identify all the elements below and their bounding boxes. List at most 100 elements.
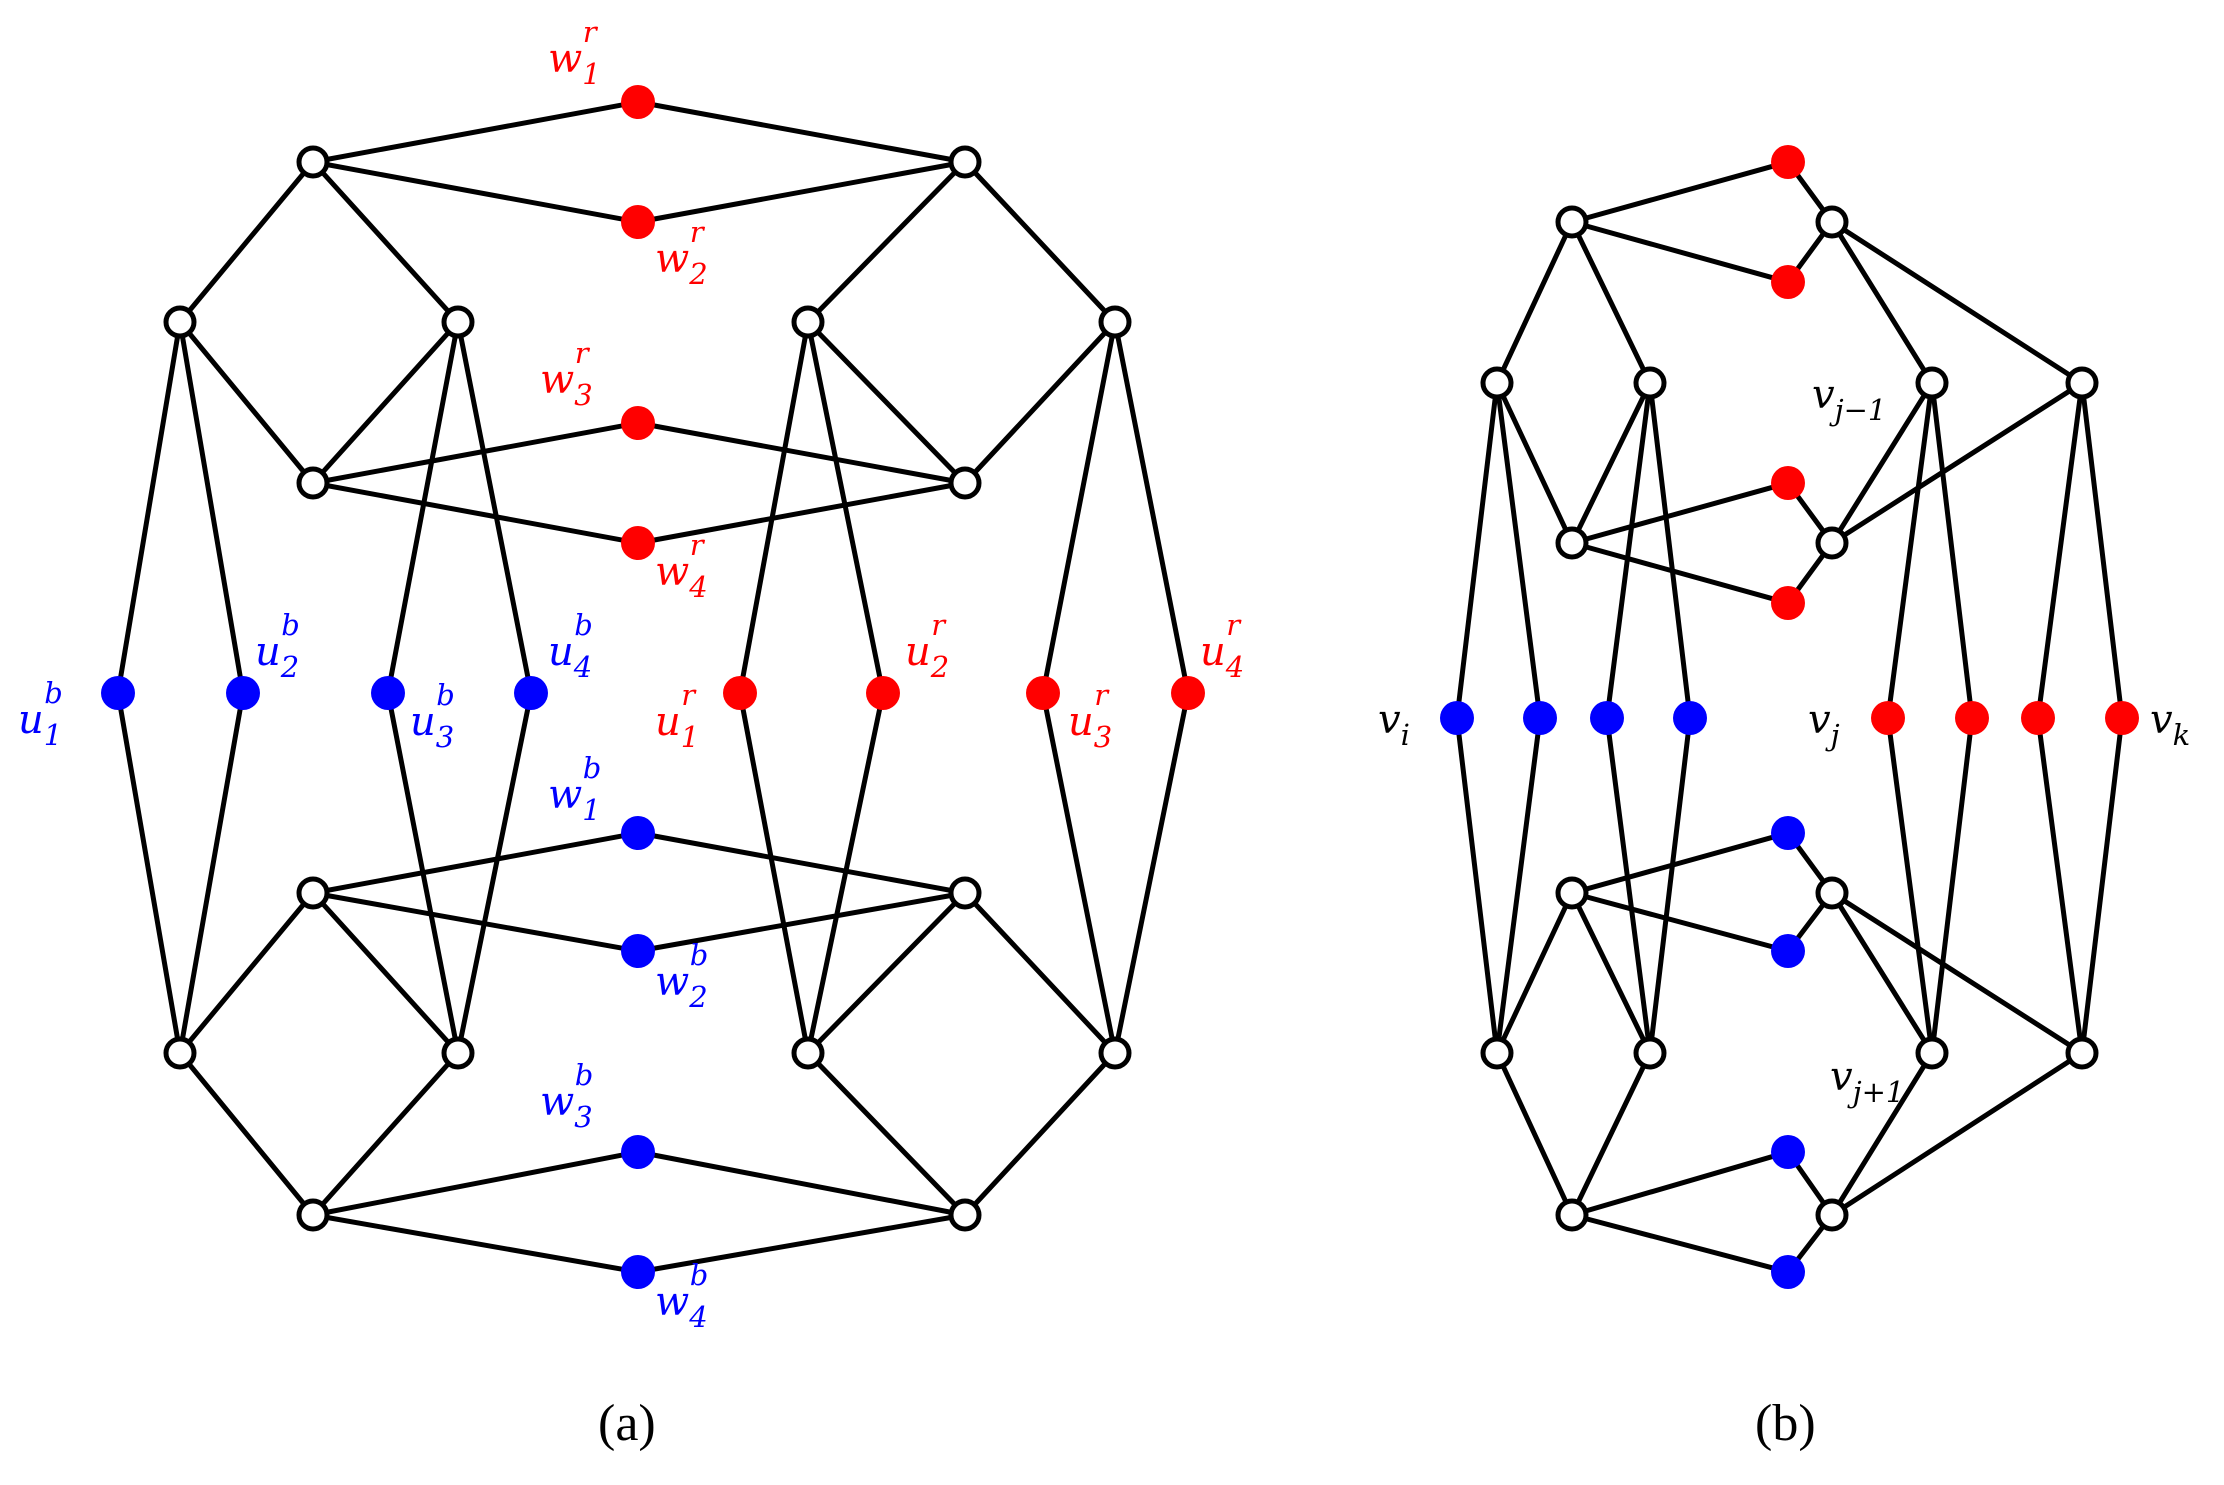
panel-a-hollow-vertex-C2 bbox=[441, 1036, 475, 1070]
label-w4b: w4b bbox=[655, 1258, 708, 1334]
panel-b-edge-BL-b3 bbox=[1569, 1149, 1791, 1218]
label-vj: vj bbox=[1808, 697, 1840, 752]
panel-b-edge-P1-v1 bbox=[1454, 380, 1500, 721]
panel-b-hollow-vertex-N6 bbox=[1815, 876, 1849, 910]
panel-b-blue-vertex-b4 bbox=[1771, 1255, 1805, 1289]
panel-a-edge-A4-u3r bbox=[1040, 319, 1118, 696]
panel-a-edge-C2-BL bbox=[310, 1050, 461, 1218]
panel-a-hollow-vertex-C4 bbox=[1098, 1036, 1132, 1070]
panel-a-hollow-vertex-B5 bbox=[296, 876, 330, 910]
panel-b-hollow-vertex-Q3 bbox=[1915, 1036, 1949, 1070]
panel-a-edge-w2b-B6 bbox=[635, 890, 968, 954]
panel-a-blue-vertex-u3b bbox=[371, 676, 405, 710]
panel-b-edge-BL-b4 bbox=[1569, 1212, 1791, 1275]
panel-a-hollow-vertex-A5 bbox=[296, 466, 330, 500]
label-u1b: u1b bbox=[18, 676, 63, 752]
panel-b-hollow-vertex-P4 bbox=[2065, 366, 2099, 400]
panel-a-edge-TL-w1r bbox=[310, 99, 641, 165]
panel-a-blue-vertex-w1b bbox=[621, 816, 655, 850]
panel-b-edge-M5-r3 bbox=[1569, 480, 1791, 546]
panel-b-hollow-vertex-BL bbox=[1555, 1198, 1589, 1232]
panel-b-edge-P3-v5 bbox=[1885, 380, 1935, 721]
panel-b-edge-N6-Q3 bbox=[1829, 890, 1935, 1056]
panel-b-edge-P1-v2 bbox=[1494, 380, 1543, 721]
label-u3b: u3b bbox=[410, 678, 455, 754]
panel-a-edge-u2b-C1 bbox=[177, 690, 246, 1056]
panel-a-red-vertex-u2r bbox=[866, 676, 900, 710]
panel-b-edge-v6-Q3 bbox=[1929, 715, 1975, 1056]
panel-a-edge-C3-BR bbox=[805, 1050, 968, 1218]
panel-a-edge-A1-A5 bbox=[177, 319, 316, 486]
panel-a-hollow-vertex-A2 bbox=[441, 305, 475, 339]
panel-a-edge-TR-A4 bbox=[962, 159, 1118, 325]
panel-a-hollow-vertex-TL bbox=[296, 145, 330, 179]
panel-b-edge-Q4-BR bbox=[1829, 1050, 2085, 1218]
panel-a-edge-B6-C4 bbox=[962, 890, 1118, 1056]
panel-b-blue-vertex-v3 bbox=[1590, 701, 1624, 735]
label-vk: vk bbox=[2150, 697, 2190, 752]
panel-b-edge-P3-v6 bbox=[1929, 380, 1975, 721]
panel-a-edge-A2-u3b bbox=[385, 319, 461, 696]
panel-a-edge-w2r-TR bbox=[635, 159, 968, 225]
panel-a-hollow-vertex-A4 bbox=[1098, 305, 1132, 339]
panel-a-edge-A1-u2b bbox=[177, 319, 246, 696]
panel-a-edge-w4b-BR bbox=[635, 1212, 968, 1275]
panel-a-blue-vertex-u2b bbox=[226, 676, 260, 710]
panel-b-hollow-vertex-M5 bbox=[1555, 526, 1589, 560]
panel-a-edge-w3r-A6 bbox=[635, 420, 968, 486]
panel-a-blue-vertex-u4b bbox=[514, 676, 548, 710]
label-vjm: vj−1 bbox=[1812, 372, 1886, 427]
panel-a-blue-vertex-w3b bbox=[621, 1135, 655, 1169]
panel-b-edge-N6-Q4 bbox=[1829, 890, 2085, 1056]
panel-b-edge-M5-r4 bbox=[1569, 540, 1791, 606]
panel-a-hollow-vertex-A3 bbox=[791, 305, 825, 339]
panel-a-edge-A4-A6 bbox=[962, 319, 1118, 486]
panel-a-hollow-vertex-A1 bbox=[163, 305, 197, 339]
panel-b-edge-v2-Q1 bbox=[1494, 715, 1543, 1056]
panel-b-edge-P1-M5 bbox=[1494, 380, 1575, 546]
panel-a-edge-A1-u1b bbox=[115, 319, 183, 696]
graph-nodes bbox=[101, 85, 2139, 1289]
label-vi: vi bbox=[1378, 697, 1410, 752]
panel-b-edge-TR-P4 bbox=[1829, 219, 2085, 386]
panel-b-edge-TL-P1 bbox=[1494, 219, 1575, 386]
panel-a-edge-w1r-TR bbox=[635, 99, 968, 165]
panel-b-edge-v1-Q1 bbox=[1454, 715, 1500, 1056]
panel-b-edge-v3-Q2 bbox=[1604, 715, 1653, 1056]
label-u1r: u1r bbox=[655, 678, 699, 754]
panel-a-edge-A3-u1r bbox=[737, 319, 811, 696]
label-w4r: w4r bbox=[655, 528, 708, 604]
panel-a-edge-B5-C1 bbox=[177, 890, 316, 1056]
panel-b-blue-vertex-b1 bbox=[1771, 816, 1805, 850]
panel-a-edge-u4r-C4 bbox=[1112, 690, 1191, 1056]
panel-a-red-vertex-w1r bbox=[621, 85, 655, 119]
panel-a-edge-TL-A2 bbox=[310, 159, 461, 325]
label-w3b: w3b bbox=[540, 1058, 593, 1134]
panel-a-red-vertex-u3r bbox=[1026, 676, 1060, 710]
panel-b-hollow-vertex-P2 bbox=[1633, 366, 1667, 400]
panel-b-edge-P4-v8 bbox=[2079, 380, 2125, 721]
panel-a-edge-TL-A1 bbox=[177, 159, 316, 325]
panel-b-blue-vertex-v4 bbox=[1673, 701, 1707, 735]
panel-a-edge-B5-w2b bbox=[310, 890, 641, 954]
panel-a-edge-B5-C2 bbox=[310, 890, 461, 1056]
panel-a-edge-u3r-C4 bbox=[1040, 690, 1118, 1056]
panel-b-edge-P4-M6 bbox=[1829, 380, 2085, 546]
panel-b-edge-v8-Q4 bbox=[2079, 715, 2125, 1056]
panel-b-hollow-vertex-BR bbox=[1815, 1198, 1849, 1232]
panel-b-edge-Q1-BL bbox=[1494, 1050, 1575, 1218]
panel-b-edge-N5-Q2 bbox=[1569, 890, 1653, 1056]
label-w1r: w1r bbox=[548, 15, 601, 91]
panel-b-blue-vertex-b3 bbox=[1771, 1135, 1805, 1169]
panel-a-edge-B6-C3 bbox=[805, 890, 968, 1056]
panel-a-edge-A5-w4r bbox=[310, 480, 641, 546]
panel-b-blue-vertex-b2 bbox=[1771, 934, 1805, 968]
panel-b-edge-v5-Q3 bbox=[1885, 715, 1935, 1056]
panel-a-edge-A5-w3r bbox=[310, 420, 641, 486]
panel-b-edge-P3-M6 bbox=[1829, 380, 1935, 546]
panel-b-hollow-vertex-P1 bbox=[1480, 366, 1514, 400]
panel-a-hollow-vertex-B6 bbox=[948, 876, 982, 910]
panel-b-red-vertex-r4 bbox=[1771, 586, 1805, 620]
panel-b-edge-v7-Q4 bbox=[2035, 715, 2085, 1056]
panel-b-red-vertex-v7 bbox=[2021, 701, 2055, 735]
